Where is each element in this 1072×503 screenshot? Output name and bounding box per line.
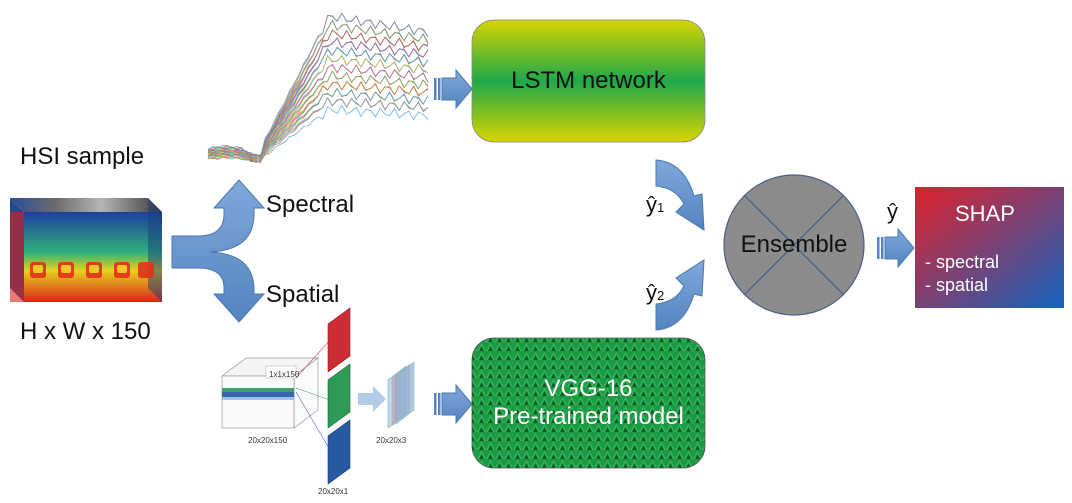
- split-arrow: [171, 179, 266, 323]
- shap-box: [915, 187, 1064, 308]
- band-slice-green: [327, 363, 351, 429]
- spatial-cube: [220, 339, 331, 451]
- arrow-to-lstm: [434, 68, 473, 110]
- spectral-curve: [207, 19, 429, 164]
- spectral-curve: [207, 19, 429, 158]
- arrow-to-shap: [877, 227, 915, 269]
- spectral-curve: [207, 87, 429, 157]
- cube-patch-dims: 1x1x150: [269, 370, 300, 379]
- hsi-cube: [10, 198, 162, 302]
- spectral-curve: [207, 54, 429, 161]
- spectral-curve: [207, 96, 429, 158]
- vgg-label: VGG-16 Pre-trained model: [472, 338, 705, 468]
- cube-dims: 20x20x150: [248, 436, 288, 445]
- y1-subscript: 1: [657, 200, 665, 215]
- spectral-curve: [207, 19, 429, 161]
- rgb-stack-arrow: [358, 386, 386, 412]
- spectral-curve: [207, 37, 429, 159]
- vgg-box: [471, 337, 706, 469]
- spatial-label: Spatial: [266, 281, 340, 308]
- hsi-dims: H x W x 150: [20, 318, 151, 345]
- hsi-sample-title: HSI sample: [20, 143, 145, 170]
- rgb-dims: 20x20x3: [376, 436, 407, 445]
- spectral-curves: [207, 12, 429, 164]
- y2-hat: ŷ: [646, 280, 657, 305]
- lstm-label: LSTM network: [511, 67, 666, 94]
- spectral-curve: [207, 54, 429, 158]
- arrow-y2: [655, 259, 705, 331]
- arrow-to-vgg: [434, 383, 473, 425]
- y2-label: ŷ2: [646, 280, 664, 306]
- y-label: ŷ: [887, 199, 898, 224]
- y2-subscript: 2: [657, 288, 665, 303]
- rgb-stack: [387, 361, 415, 429]
- spectral-label: Spectral: [266, 191, 355, 218]
- y1-hat: ŷ: [646, 192, 657, 217]
- lstm-box: [471, 19, 706, 143]
- slice-dims: 20x20x1: [318, 487, 349, 496]
- shap-item-spectral: - spectral: [925, 252, 1000, 272]
- vgg-line1: VGG-16: [544, 375, 633, 402]
- band-slice-red: [327, 307, 351, 373]
- vgg-line2: Pre-trained model: [493, 403, 684, 430]
- spectral-curve: [207, 63, 429, 158]
- spectral-curve: [207, 12, 429, 160]
- spectral-curve: [207, 104, 429, 163]
- ensemble-label: Ensemble: [740, 231, 848, 258]
- band-slice-blue: [327, 419, 351, 485]
- spectral-curve: [207, 70, 429, 158]
- spectral-curve: [207, 12, 429, 157]
- shap-title: SHAP: [955, 201, 1015, 226]
- arrow-y1: [655, 159, 705, 231]
- spectral-curve: [207, 81, 429, 157]
- ensemble-node: [723, 174, 865, 316]
- shap-item-spatial: - spatial: [925, 275, 989, 295]
- spectral-curve: [207, 70, 429, 161]
- y1-label: ŷ1: [646, 192, 664, 218]
